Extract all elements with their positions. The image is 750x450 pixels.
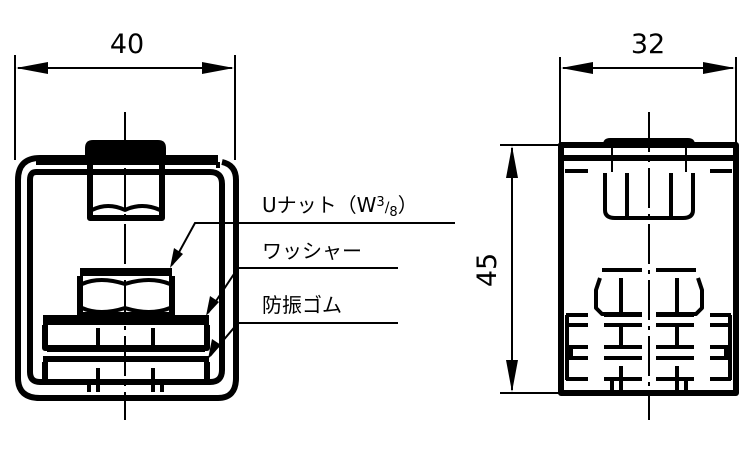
dimension-width-label: 32 [631,29,665,60]
leader-lines [170,222,455,359]
top-hex-nut [603,173,695,220]
label-washer: ワッシャー [262,239,362,263]
top-u-nut [87,156,165,221]
label-rubber: 防振ゴム [262,293,342,317]
u-bracket [15,155,239,401]
dimension-45: 45 [472,144,560,394]
front-view: 40 [14,29,455,420]
dimension-40: 40 [14,29,236,160]
dimension-width-label: 40 [110,29,144,60]
hidden-washer-rubber [565,313,732,392]
dimension-32: 32 [559,29,737,145]
side-view: 32 45 [472,29,739,420]
label-u-nut: Uナット（W3/8） [262,193,418,220]
dimension-height-label: 45 [472,253,503,287]
part-labels: Uナット（W3/8） ワッシャー 防振ゴム [262,193,418,317]
rubber-pad [42,348,210,392]
